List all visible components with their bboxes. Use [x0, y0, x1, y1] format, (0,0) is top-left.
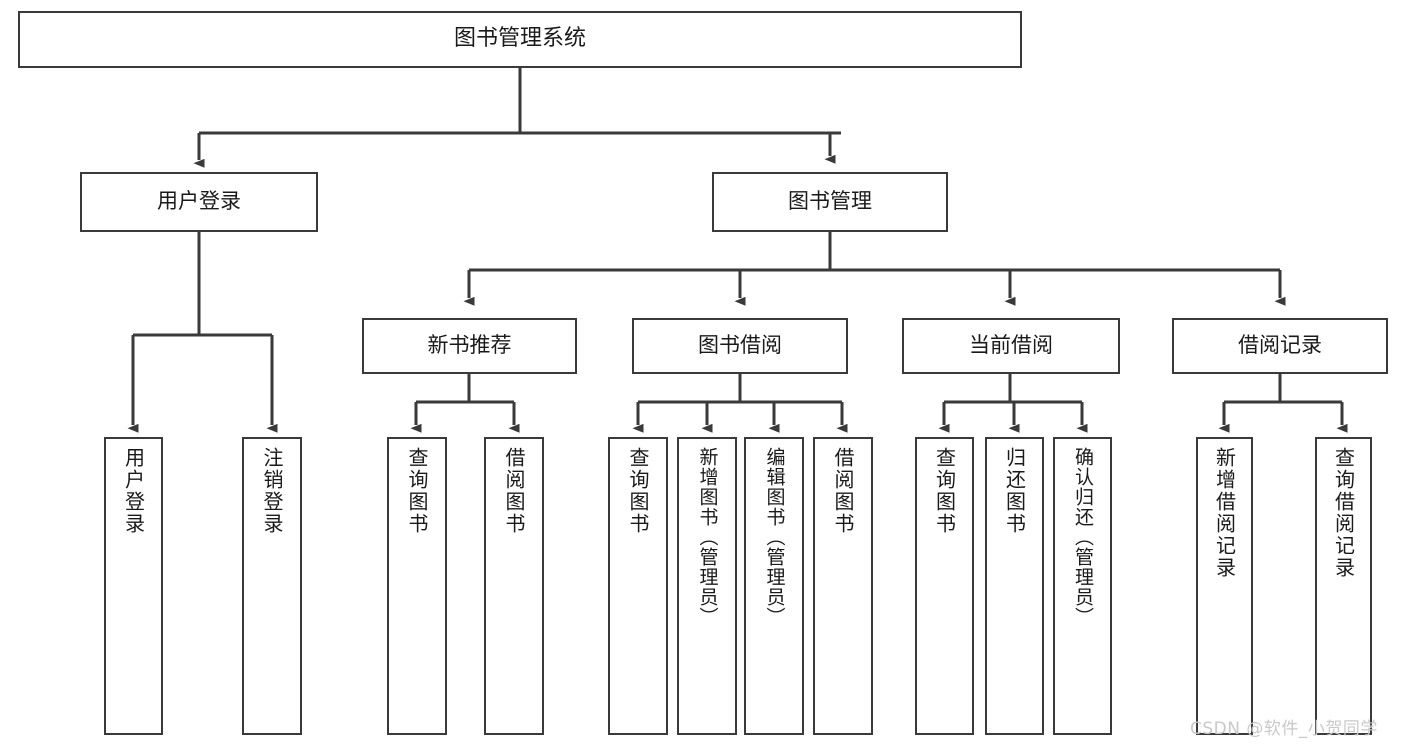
leaf-query-book-1[interactable]: 查询图书 — [387, 437, 447, 735]
node-label: 图书管理 — [788, 189, 872, 214]
node-label: 新增借阅记录 — [1212, 447, 1237, 579]
leaf-query-record[interactable]: 查询借阅记录 — [1315, 437, 1372, 735]
node-book-borrow[interactable]: 图书借阅 — [632, 318, 848, 374]
leaf-add-book[interactable]: 新增图书（管理员） — [677, 437, 737, 735]
leaf-return-book[interactable]: 归还图书 — [985, 437, 1044, 735]
leaf-query-book-2[interactable]: 查询图书 — [608, 437, 668, 735]
leaf-logout-login[interactable]: 注销登录 — [242, 437, 302, 735]
leaf-confirm-return[interactable]: 确认归还（管理员） — [1053, 437, 1112, 735]
node-label: 新书推荐 — [427, 333, 512, 358]
node-label: 借阅图书 — [831, 447, 855, 535]
node-label: 用户登录 — [121, 447, 146, 535]
node-label: 借阅记录 — [1238, 333, 1322, 358]
node-label: 当前借阅 — [969, 333, 1053, 358]
leaf-add-record[interactable]: 新增借阅记录 — [1196, 437, 1253, 735]
node-label: 查询图书 — [932, 447, 957, 535]
node-label: 查询借阅记录 — [1331, 447, 1356, 579]
node-label: 用户登录 — [157, 189, 241, 214]
node-new-book-recommend[interactable]: 新书推荐 — [362, 318, 577, 374]
node-label: 查询图书 — [405, 447, 429, 535]
leaf-borrow-book-1[interactable]: 借阅图书 — [484, 437, 544, 735]
leaf-borrow-book-2[interactable]: 借阅图书 — [813, 437, 873, 735]
node-label: 图书管理系统 — [453, 26, 586, 52]
node-label: 图书借阅 — [698, 333, 782, 358]
node-label: 注销登录 — [260, 447, 284, 535]
node-label: 归还图书 — [1002, 447, 1027, 535]
node-label: 确认归还（管理员） — [1072, 447, 1094, 627]
leaf-edit-book[interactable]: 编辑图书（管理员） — [744, 437, 804, 735]
node-root-book-management-system[interactable]: 图书管理系统 — [18, 11, 1022, 68]
node-label: 查询图书 — [626, 447, 650, 535]
node-book-manage[interactable]: 图书管理 — [712, 172, 948, 232]
node-borrow-record[interactable]: 借阅记录 — [1172, 318, 1388, 374]
node-label: 新增图书（管理员） — [696, 447, 719, 627]
leaf-user-login[interactable]: 用户登录 — [104, 437, 163, 735]
csdn-watermark: CSDN @软件_小贺同学 — [1190, 719, 1378, 739]
leaf-query-book-3[interactable]: 查询图书 — [915, 437, 974, 735]
node-user-login[interactable]: 用户登录 — [80, 172, 318, 232]
node-current-borrow[interactable]: 当前借阅 — [902, 318, 1120, 374]
node-label: 借阅图书 — [502, 447, 526, 535]
node-label: 编辑图书（管理员） — [763, 447, 786, 627]
